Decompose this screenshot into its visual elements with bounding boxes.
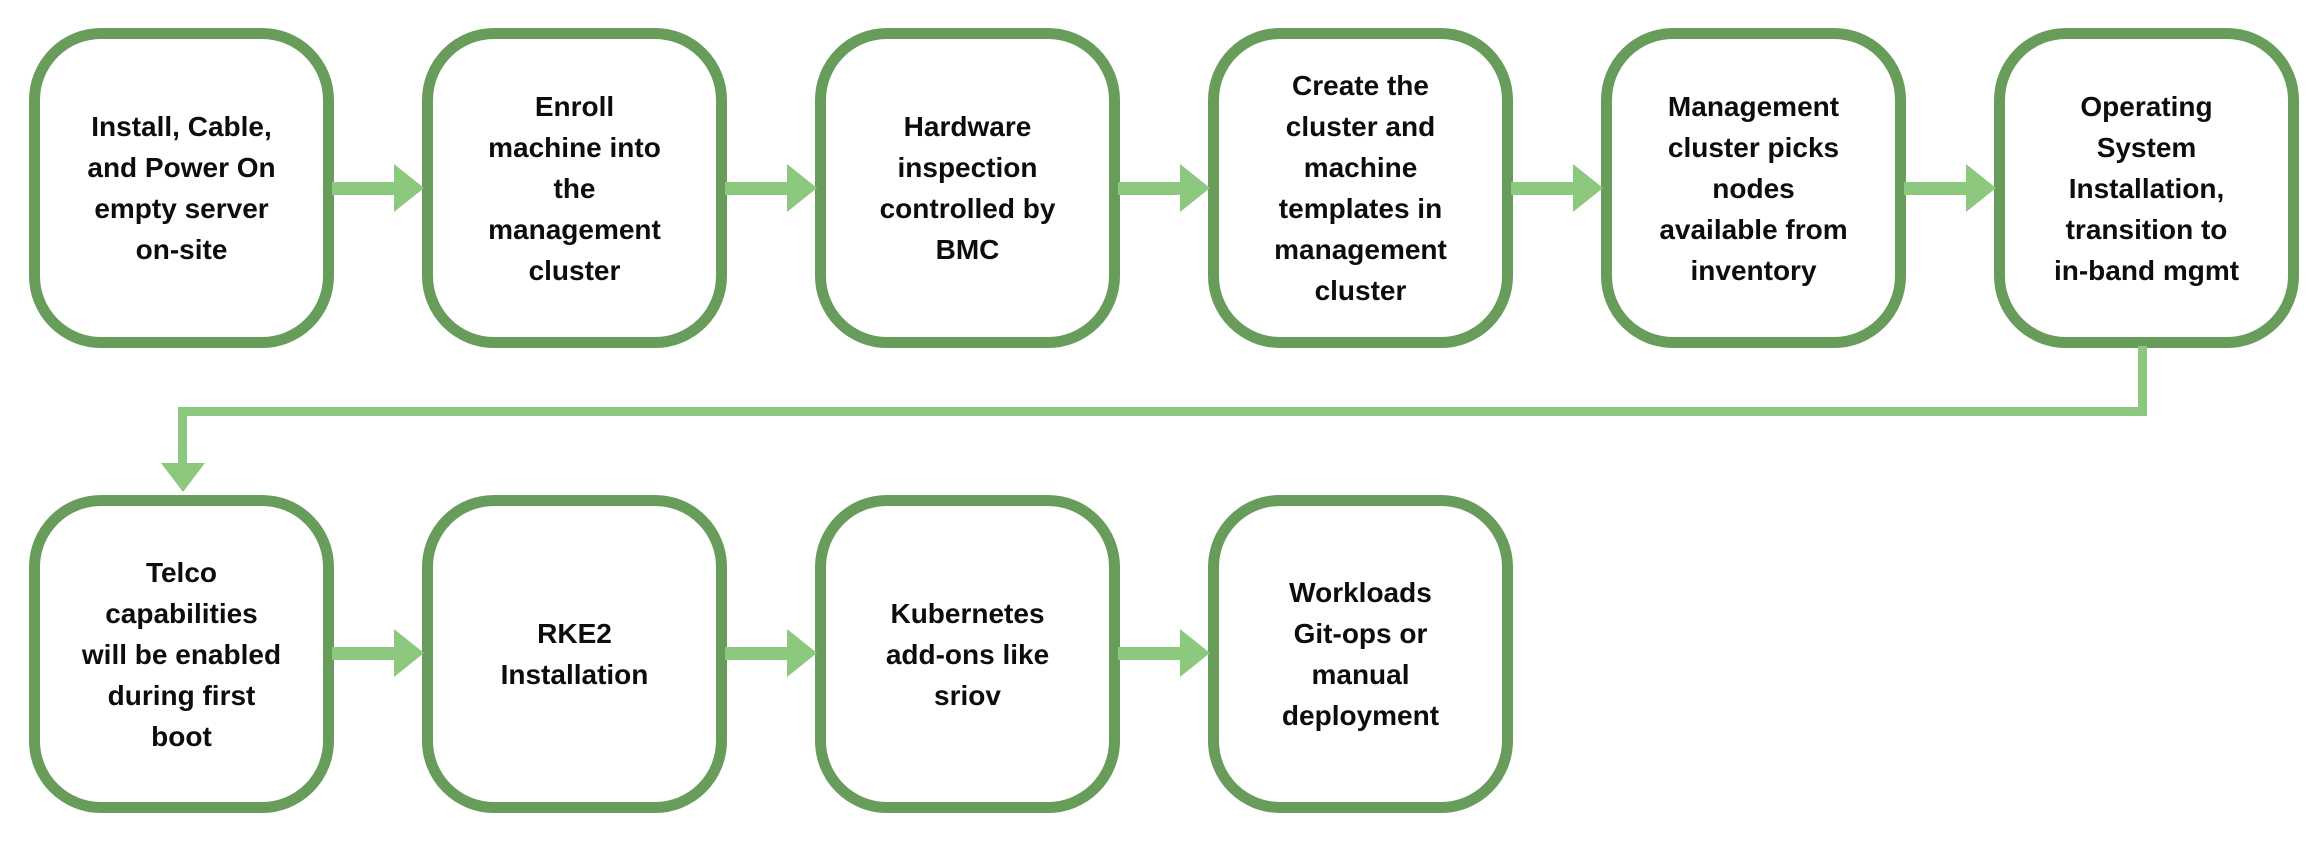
- flow-node-label: Workloads Git-ops or manual deployment: [1281, 577, 1440, 731]
- arrow-shaft: [332, 646, 394, 660]
- arrow-head: [1573, 164, 1603, 212]
- arrow-shaft: [332, 181, 394, 195]
- arrow-shaft: [725, 646, 787, 660]
- flow-node-label: Install, Cable, and Power On empty serve…: [87, 111, 276, 265]
- flow-node-label: Kubernetes add-ons like sriov: [885, 597, 1050, 711]
- flow-node-rke2-installation: RKE2 Installation: [422, 495, 727, 813]
- arrow-right-icon: [1511, 164, 1603, 212]
- flow-node-label: Create the cluster and machine templates…: [1274, 70, 1447, 306]
- flow-node-hardware-inspection: Hardware inspection controlled by BMC: [815, 28, 1120, 348]
- flow-node-label: Hardware inspection controlled by BMC: [879, 111, 1056, 265]
- arrow-right-icon: [1118, 164, 1210, 212]
- arrow-head: [394, 629, 424, 677]
- arrow-right-icon: [332, 164, 424, 212]
- flow-node-os-installation: Operating System Installation, transitio…: [1994, 28, 2299, 348]
- flow-node-enroll-machine: Enroll machine into the management clust…: [422, 28, 727, 348]
- flow-node-pick-nodes: Management cluster picks nodes available…: [1601, 28, 1906, 348]
- arrow-shaft: [1511, 181, 1573, 195]
- arrow-head: [1180, 629, 1210, 677]
- flow-node-label: Operating System Installation, transitio…: [2053, 90, 2240, 286]
- arrow-shaft: [1904, 181, 1966, 195]
- flow-node-k8s-addons: Kubernetes add-ons like sriov: [815, 495, 1120, 813]
- arrow-head: [787, 164, 817, 212]
- arrow-head: [787, 629, 817, 677]
- arrow-shaft: [1118, 646, 1180, 660]
- flow-node-telco-capabilities: Telco capabilities will be enabled durin…: [29, 495, 334, 813]
- arrow-right-icon: [725, 629, 817, 677]
- arrow-right-icon: [332, 629, 424, 677]
- flow-node-label: RKE2 Installation: [500, 618, 649, 690]
- elbow-connector-segment: [178, 407, 2147, 416]
- arrow-head: [1966, 164, 1996, 212]
- arrow-right-icon: [1904, 164, 1996, 212]
- arrow-head: [1180, 164, 1210, 212]
- elbow-connector-segment: [2138, 346, 2147, 416]
- flow-node-label: Enroll machine into the management clust…: [488, 90, 661, 286]
- flow-node-workloads-deployment: Workloads Git-ops or manual deployment: [1208, 495, 1513, 813]
- arrow-down-icon: [161, 463, 205, 492]
- elbow-connector-segment: [178, 407, 187, 465]
- arrow-shaft: [725, 181, 787, 195]
- flow-node-label: Management cluster picks nodes available…: [1659, 90, 1848, 286]
- arrow-shaft: [1118, 181, 1180, 195]
- arrow-right-icon: [725, 164, 817, 212]
- arrow-right-icon: [1118, 629, 1210, 677]
- arrow-head: [394, 164, 424, 212]
- flow-node-install-cable-power-on: Install, Cable, and Power On empty serve…: [29, 28, 334, 348]
- flow-node-label: Telco capabilities will be enabled durin…: [81, 556, 282, 752]
- flow-node-create-templates: Create the cluster and machine templates…: [1208, 28, 1513, 348]
